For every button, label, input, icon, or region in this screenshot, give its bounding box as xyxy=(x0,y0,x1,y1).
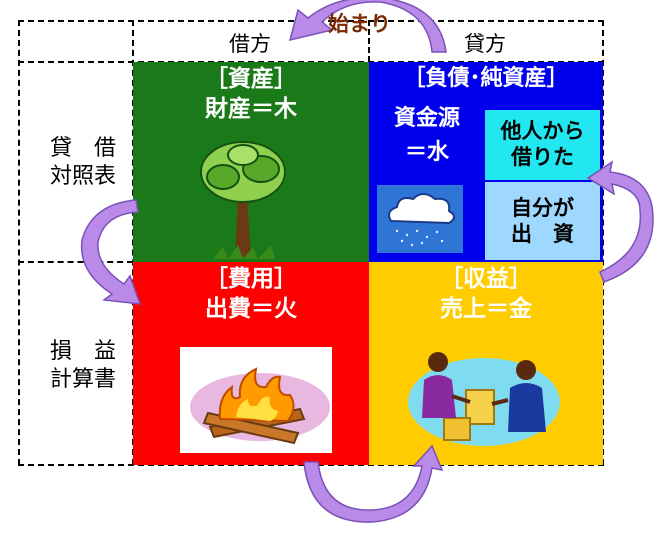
grid-top-border xyxy=(18,20,604,22)
start-label: 始まり xyxy=(328,12,391,36)
borrowed-box: 他人から 借りた xyxy=(485,110,600,180)
grid-row-divider xyxy=(18,261,133,263)
business-handshake-icon xyxy=(408,352,560,446)
own-funds-box: 自分が 出 資 xyxy=(485,182,600,260)
debit-header: 借方 xyxy=(229,32,271,56)
liabilities-title: ［負債･純資産］ xyxy=(403,66,569,91)
assets-subtitle: 財産＝木 xyxy=(205,96,297,122)
assets-quadrant: ［資産］ 財産＝木 xyxy=(133,62,369,262)
assets-title: ［資産］ xyxy=(205,66,297,92)
revenue-quadrant: ［収益］ 売上＝金 xyxy=(369,262,603,465)
campfire-icon xyxy=(190,367,330,445)
credit-header: 貸方 xyxy=(464,32,506,56)
expenses-subtitle: 出費＝火 xyxy=(205,296,297,322)
balance-sheet-label: 貸 借 対照表 xyxy=(49,136,116,189)
revenue-title: ［収益］ xyxy=(440,266,532,292)
tree-icon xyxy=(200,141,286,259)
funding-source-label: 資金源 ＝水 xyxy=(393,106,460,165)
income-statement-label: 損 益 計算書 xyxy=(49,339,116,392)
rain-cloud-icon xyxy=(377,185,463,253)
campfire-image-frame xyxy=(180,347,332,453)
expenses-title: ［費用］ xyxy=(205,266,297,292)
revenue-subtitle: 売上＝金 xyxy=(440,296,532,322)
grid-left-border xyxy=(18,20,20,465)
